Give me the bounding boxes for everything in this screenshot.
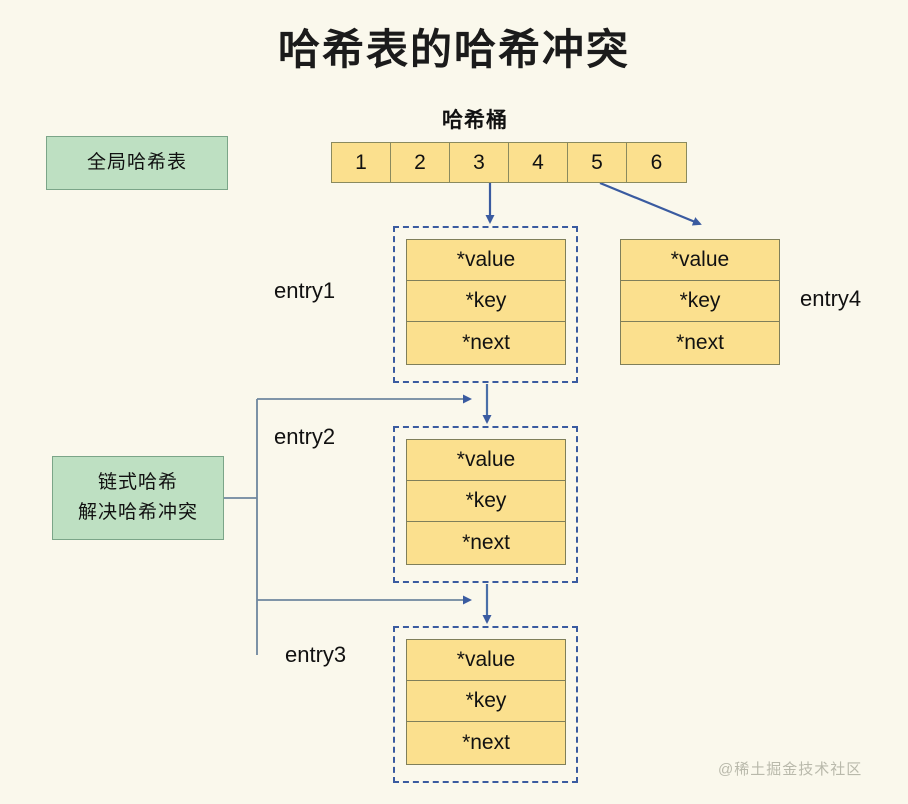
connector-bucket5-entry4 xyxy=(599,181,702,226)
entry2-field-key: *key xyxy=(407,481,565,522)
legend-box-chain-hash[interactable]: 链式哈希 解决哈希冲突 xyxy=(52,456,224,540)
legend-label-line: 链式哈希 xyxy=(97,472,178,493)
entry4-field-key: *key xyxy=(621,281,779,322)
entry1-field-next: *next xyxy=(462,330,510,354)
entry3-field-next: *next xyxy=(462,730,510,754)
bucket-cell-4[interactable]: 4 xyxy=(509,143,568,182)
entry2-node[interactable]: *value *key *next xyxy=(406,439,566,565)
entry2-field-next: *next xyxy=(462,530,510,554)
bucket-cell-6[interactable]: 6 xyxy=(627,143,686,182)
entry4-node[interactable]: *value *key *next xyxy=(620,239,780,365)
legend-label-line: 全局哈希表 xyxy=(86,152,187,173)
entry2-field-value: *value xyxy=(407,440,565,481)
bucket-cell-2[interactable]: 2 xyxy=(391,143,450,182)
entry3-field-key: *key xyxy=(407,681,565,722)
entry4-field-next: *next xyxy=(676,330,724,354)
legend-box-global-hash-table[interactable]: 全局哈希表 xyxy=(46,136,228,190)
bucket-cell-5[interactable]: 5 xyxy=(568,143,627,182)
entry1-group-outline xyxy=(393,226,578,383)
entry1-label: entry1 xyxy=(274,278,336,303)
entry2-group-outline xyxy=(393,426,578,583)
entry3-group-outline xyxy=(393,626,578,783)
hash-bucket-array: 1 2 3 4 5 6 xyxy=(331,142,687,183)
watermark: @稀土掘金技术社区 xyxy=(718,761,863,778)
entry3-node[interactable]: *value *key *next xyxy=(406,639,566,765)
entry3-field-value: *value xyxy=(407,640,565,681)
entry4-field-value: *value xyxy=(621,240,779,281)
entry1-field-key: *key xyxy=(407,281,565,322)
bucket-cell-3[interactable]: 3 xyxy=(450,143,509,182)
entry3-label: entry3 xyxy=(285,642,347,667)
bucket-cell-1[interactable]: 1 xyxy=(332,143,391,182)
legend-label-line: 解决哈希冲突 xyxy=(77,502,198,523)
entry1-field-value: *value xyxy=(407,240,565,281)
entry2-label: entry2 xyxy=(274,424,336,449)
entry1-node[interactable]: *value *key *next xyxy=(406,239,566,365)
hash-bucket-label: 哈希桶 xyxy=(442,109,508,132)
page-title: 哈希表的哈希冲突 xyxy=(277,26,630,73)
entry4-label: entry4 xyxy=(800,286,862,311)
